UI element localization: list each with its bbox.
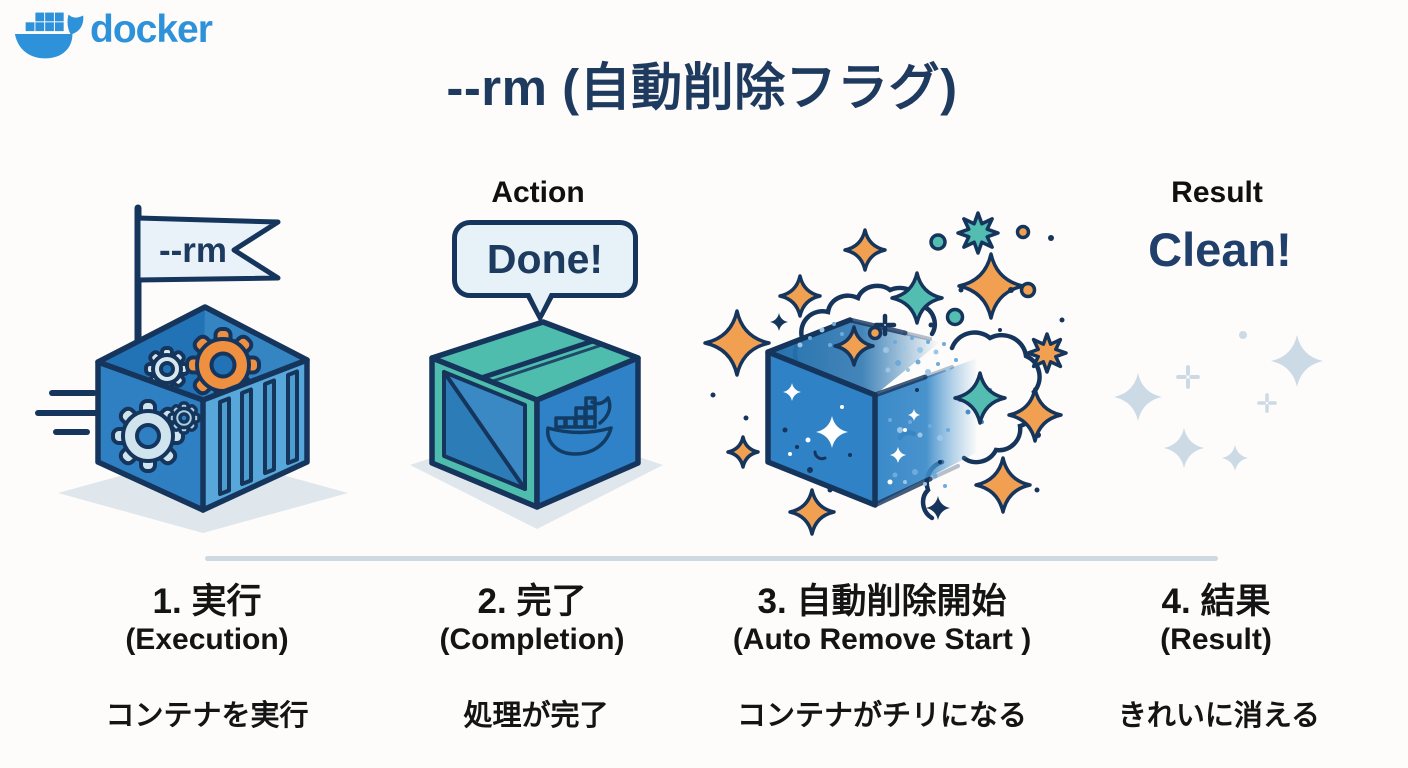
gear-icon: [167, 401, 201, 435]
docker-logo-text: docker: [90, 8, 213, 51]
rm-flag-label: --rm: [159, 231, 227, 270]
stage2-caption: 2. 完了 (Completion): [440, 581, 625, 658]
face-sparkles: [783, 383, 920, 485]
stage4-name-en: (Result): [1160, 623, 1272, 656]
page-title: --rm (自動削除フラグ): [446, 59, 958, 116]
stage1-description: コンテナを実行: [105, 700, 309, 732]
container-slats: [218, 369, 299, 496]
gear-icon: [144, 346, 190, 392]
gear-icon: [185, 327, 261, 403]
docker-whale-icon: [14, 12, 84, 59]
stage3-name-en: (Auto Remove Start ): [732, 623, 1032, 656]
gear-icon: [111, 399, 185, 473]
stage1-running-container-illustration: --rm: [35, 204, 348, 533]
done-speech-bubble: Done!: [452, 220, 638, 298]
stage1-name-en: (Execution): [125, 623, 289, 656]
result-label: Result: [1171, 176, 1263, 209]
rm-flag-icon: --rm: [135, 215, 281, 283]
stage1-name-jp: 1. 実行: [152, 582, 262, 621]
speed-lines-icon: [35, 390, 99, 435]
stage3-name-jp: 3. 自動削除開始: [757, 582, 1007, 621]
stage2-description: 処理が完了: [463, 700, 609, 732]
stage2-completed-box-illustration: [410, 319, 663, 529]
sparkle-icons: [705, 213, 1066, 534]
stage3-description: コンテナがチリになる: [736, 700, 1028, 732]
action-label: Action: [491, 176, 585, 209]
stage4-name-jp: 4. 結果: [1161, 582, 1271, 621]
stage3-auto-remove-illustration: [690, 200, 1110, 560]
stage2-name-jp: 2. 完了: [477, 582, 587, 621]
docker-whale-outline-icon: [546, 396, 613, 456]
clean-text: Clean!: [1148, 223, 1292, 276]
stage4-clean-sparkles: [1114, 331, 1323, 471]
done-bubble-text: Done!: [486, 235, 604, 282]
stage3-caption: 3. 自動削除開始 (Auto Remove Start ): [733, 581, 1031, 658]
stage4-description: きれいに消える: [1117, 700, 1321, 732]
stage1-caption: 1. 実行 (Execution): [125, 581, 288, 658]
divider-line: [205, 556, 1218, 561]
stage4-caption: 4. 結果 (Result): [1160, 581, 1272, 658]
stage2-name-en: (Completion): [439, 623, 625, 656]
